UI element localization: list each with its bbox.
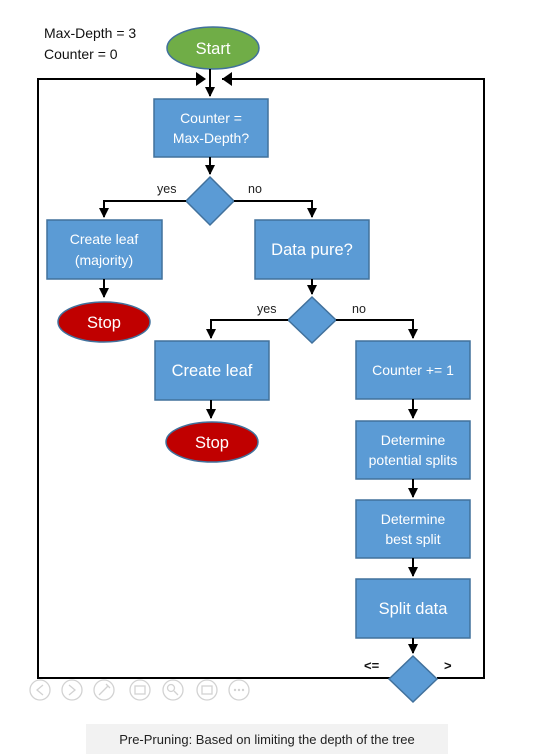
counter-note: Counter = 0 [44,46,118,62]
pen-button[interactable] [93,679,115,701]
counter-increment-label: Counter += 1 [372,362,454,378]
yes1-connector [99,200,186,218]
yes1-label: yes [157,182,176,196]
max-depth-note: Max-Depth = 3 [44,25,136,41]
no2-connector [336,319,418,339]
start-label: Start [196,40,231,58]
chevron-right-icon [68,684,77,696]
create-leaf-majority-label-2: (majority) [75,252,133,268]
best-split-label-2: best split [385,531,440,547]
no1-label: no [248,182,262,196]
create-leaf-majority-label-1: Create leaf [70,231,139,247]
pen-icon [98,683,111,696]
decision-3 [387,654,439,704]
stop-label-1: Stop [87,314,121,332]
zoom-button[interactable] [162,679,184,701]
counter-check-box [153,98,269,158]
subtitles-icon [201,685,213,695]
counter-check-label-2: Max-Depth? [173,130,249,146]
split-data-box [355,578,471,639]
slide-controls [29,679,250,701]
create-leaf-box [154,340,270,401]
magnifier-icon [166,683,176,693]
chevron-left-icon [35,684,44,696]
caption: Pre-Pruning: Based on limiting the depth… [86,724,448,754]
gt-label: > [444,658,452,673]
yes2-label: yes [257,302,276,316]
decision-1 [184,175,236,227]
slides-icon [134,685,146,695]
previous-slide-button[interactable] [29,679,51,701]
stop-node-2 [165,421,259,463]
no2-label: no [352,302,366,316]
decision-2 [286,295,338,345]
le-label: <= [364,658,380,673]
potential-splits-label-2: potential splits [369,452,458,468]
next-slide-button[interactable] [61,679,83,701]
yes2-connector [206,319,288,339]
slides-button[interactable] [129,679,151,701]
best-split-box [355,499,471,559]
counter-check-label-1: Counter = [180,110,242,126]
subtitles-button[interactable] [196,679,218,701]
potential-splits-label-1: Determine [381,432,446,448]
loop-frame [37,78,485,679]
no1-connector [234,200,317,218]
more-options-button[interactable] [228,679,250,701]
flowchart: Max-Depth = 3 Counter = 0 Start Counter … [29,25,485,704]
start-node [166,26,260,70]
split-data-label: Split data [379,600,449,618]
potential-splits-box [355,420,471,480]
more-dots-icon [233,688,237,692]
create-leaf-label: Create leaf [172,362,253,380]
data-pure-label: Data pure? [271,241,353,259]
data-pure-box [254,219,370,280]
create-leaf-majority-box [46,219,163,280]
best-split-label-1: Determine [381,511,446,527]
stop-node-1 [57,301,151,343]
stop-label-2: Stop [195,434,229,452]
entry-arrow-left [196,72,206,86]
entry-arrow-right [222,72,232,86]
